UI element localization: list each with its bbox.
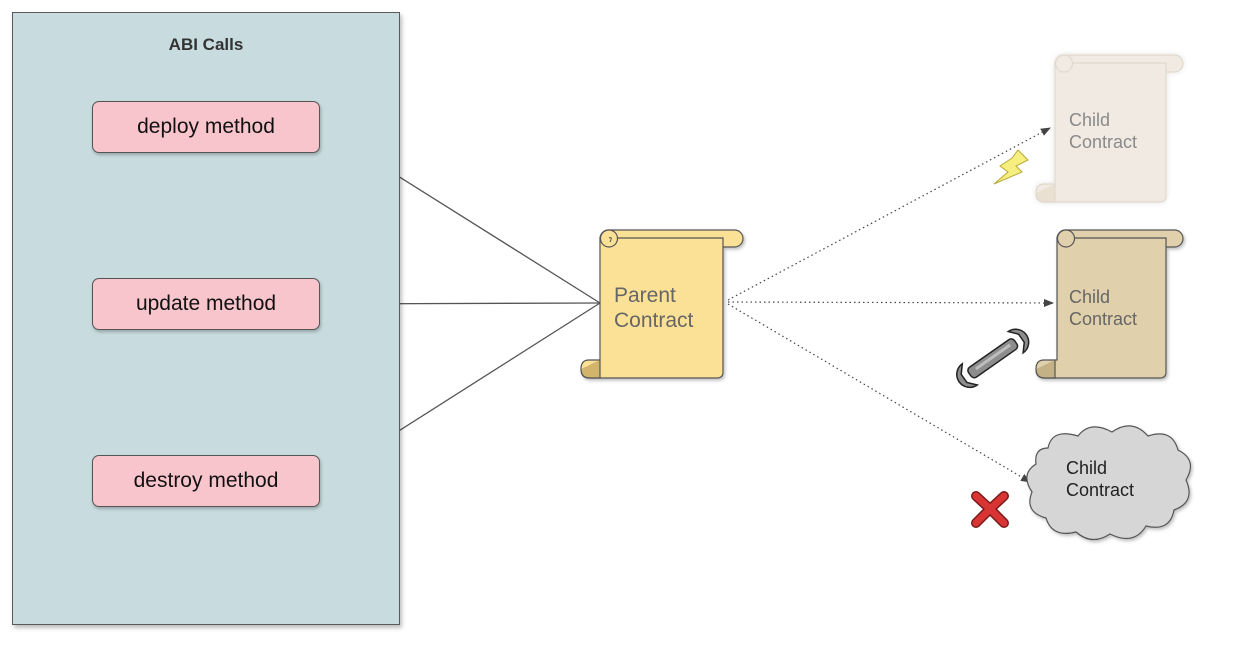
child3-label-line1: Child [1066, 458, 1108, 478]
arrow-to-child-updated [727, 298, 1054, 307]
child-contract-updated-scroll [1035, 229, 1184, 379]
child-contract-destroyed-label: Child Contract [1066, 458, 1134, 501]
deploy-method-box: deploy method [92, 101, 320, 153]
child1-label-line2: Contract [1069, 131, 1138, 152]
child-contract-deployed-scroll [1035, 54, 1184, 203]
parent-label-line2: Contract [614, 309, 694, 333]
arrow-to-child-deployed [727, 127, 1051, 301]
parent-label-line1: Parent [614, 284, 676, 307]
parent-contract-scroll [580, 229, 744, 379]
child2-label-line1: Child [1069, 287, 1111, 307]
update-method-box: update method [92, 278, 320, 330]
destroy-method-box: destroy method [92, 455, 320, 507]
arrow-to-child-destroyed [727, 303, 1031, 483]
red-x-icon [971, 491, 1009, 528]
wrench-icon [956, 328, 1030, 389]
child2-label-line2: Contract [1069, 308, 1138, 329]
child1-label-line1: Child [1069, 110, 1111, 130]
child-contract-updated-label: Child Contract [1069, 287, 1137, 330]
abi-calls-title: ABI Calls [168, 35, 244, 54]
child3-label-line2: Contract [1066, 479, 1135, 500]
child-contract-destroyed-cloud [1026, 425, 1192, 541]
child-contract-deployed-label: Child Contract [1069, 110, 1137, 153]
lightning-icon [993, 149, 1029, 185]
parent-contract-label: Parent Contract [614, 283, 693, 333]
